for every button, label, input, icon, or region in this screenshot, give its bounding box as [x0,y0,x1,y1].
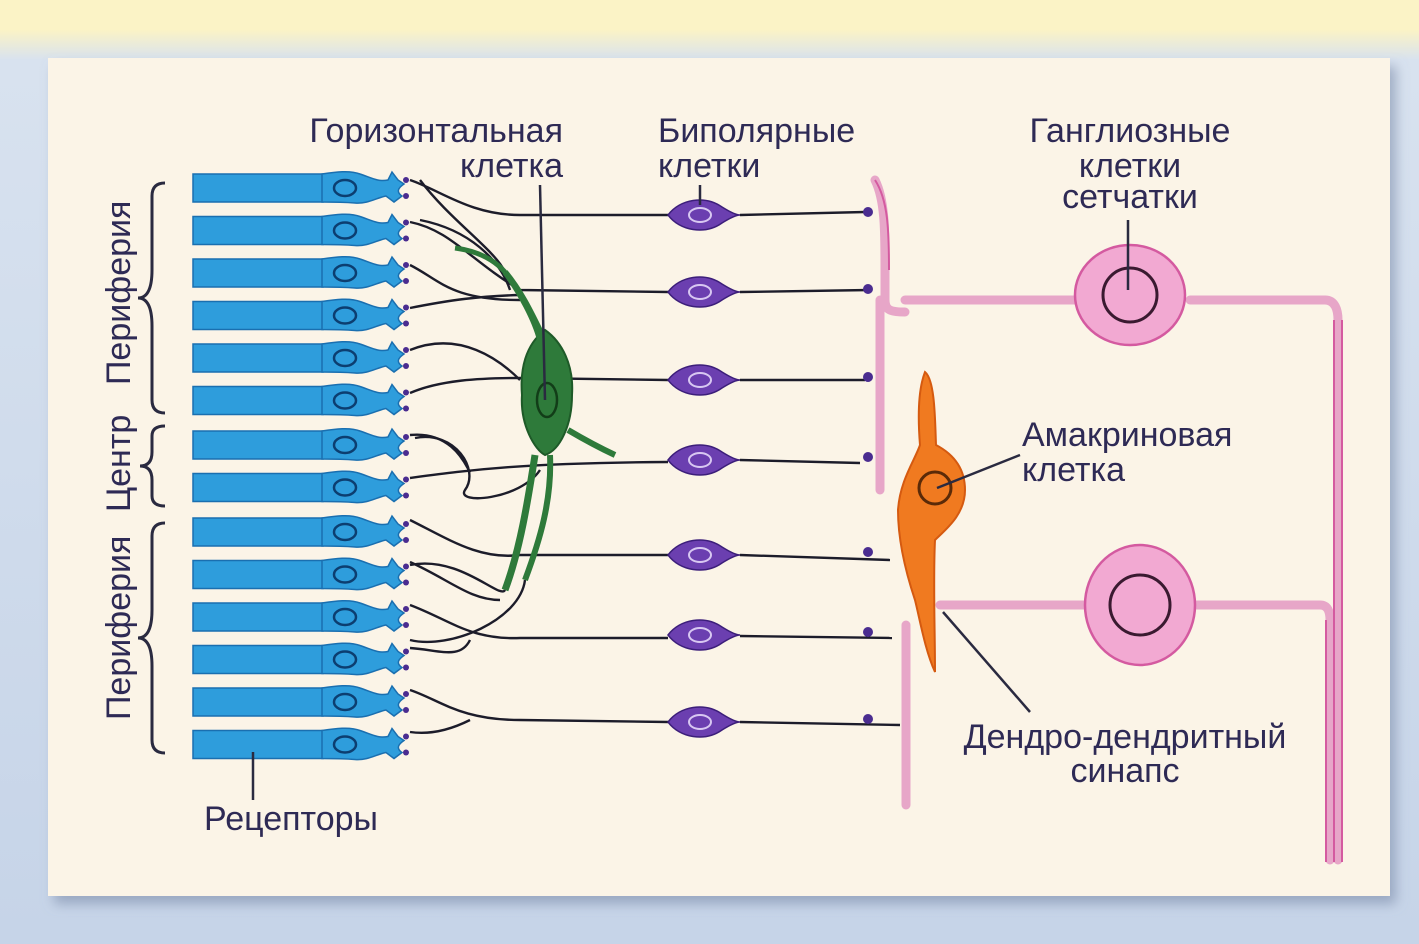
label-center: Центр [100,415,138,512]
svg-text:клетка: клетка [1022,451,1125,489]
svg-text:клетки: клетки [658,147,760,185]
svg-text:клетка: клетка [460,147,563,185]
ganglion-cell-bottom [1085,545,1195,665]
svg-text:Горизонтальная: Горизонтальная [309,112,563,150]
label-receptors: Рецепторы [204,800,378,838]
svg-text:Дендро-дендритный: Дендро-дендритный [964,718,1287,756]
ganglion-cell-top [1075,245,1185,345]
svg-text:сетчатки: сетчатки [1062,178,1198,216]
label-periphery-top: Периферия [100,201,138,385]
label-periphery-bottom: Периферия [100,536,138,720]
svg-text:Ганглиозные: Ганглиозные [1030,112,1231,150]
svg-text:Биполярные: Биполярные [658,112,855,150]
svg-text:синапс: синапс [1070,752,1179,790]
svg-text:Амакриновая: Амакриновая [1022,416,1232,454]
